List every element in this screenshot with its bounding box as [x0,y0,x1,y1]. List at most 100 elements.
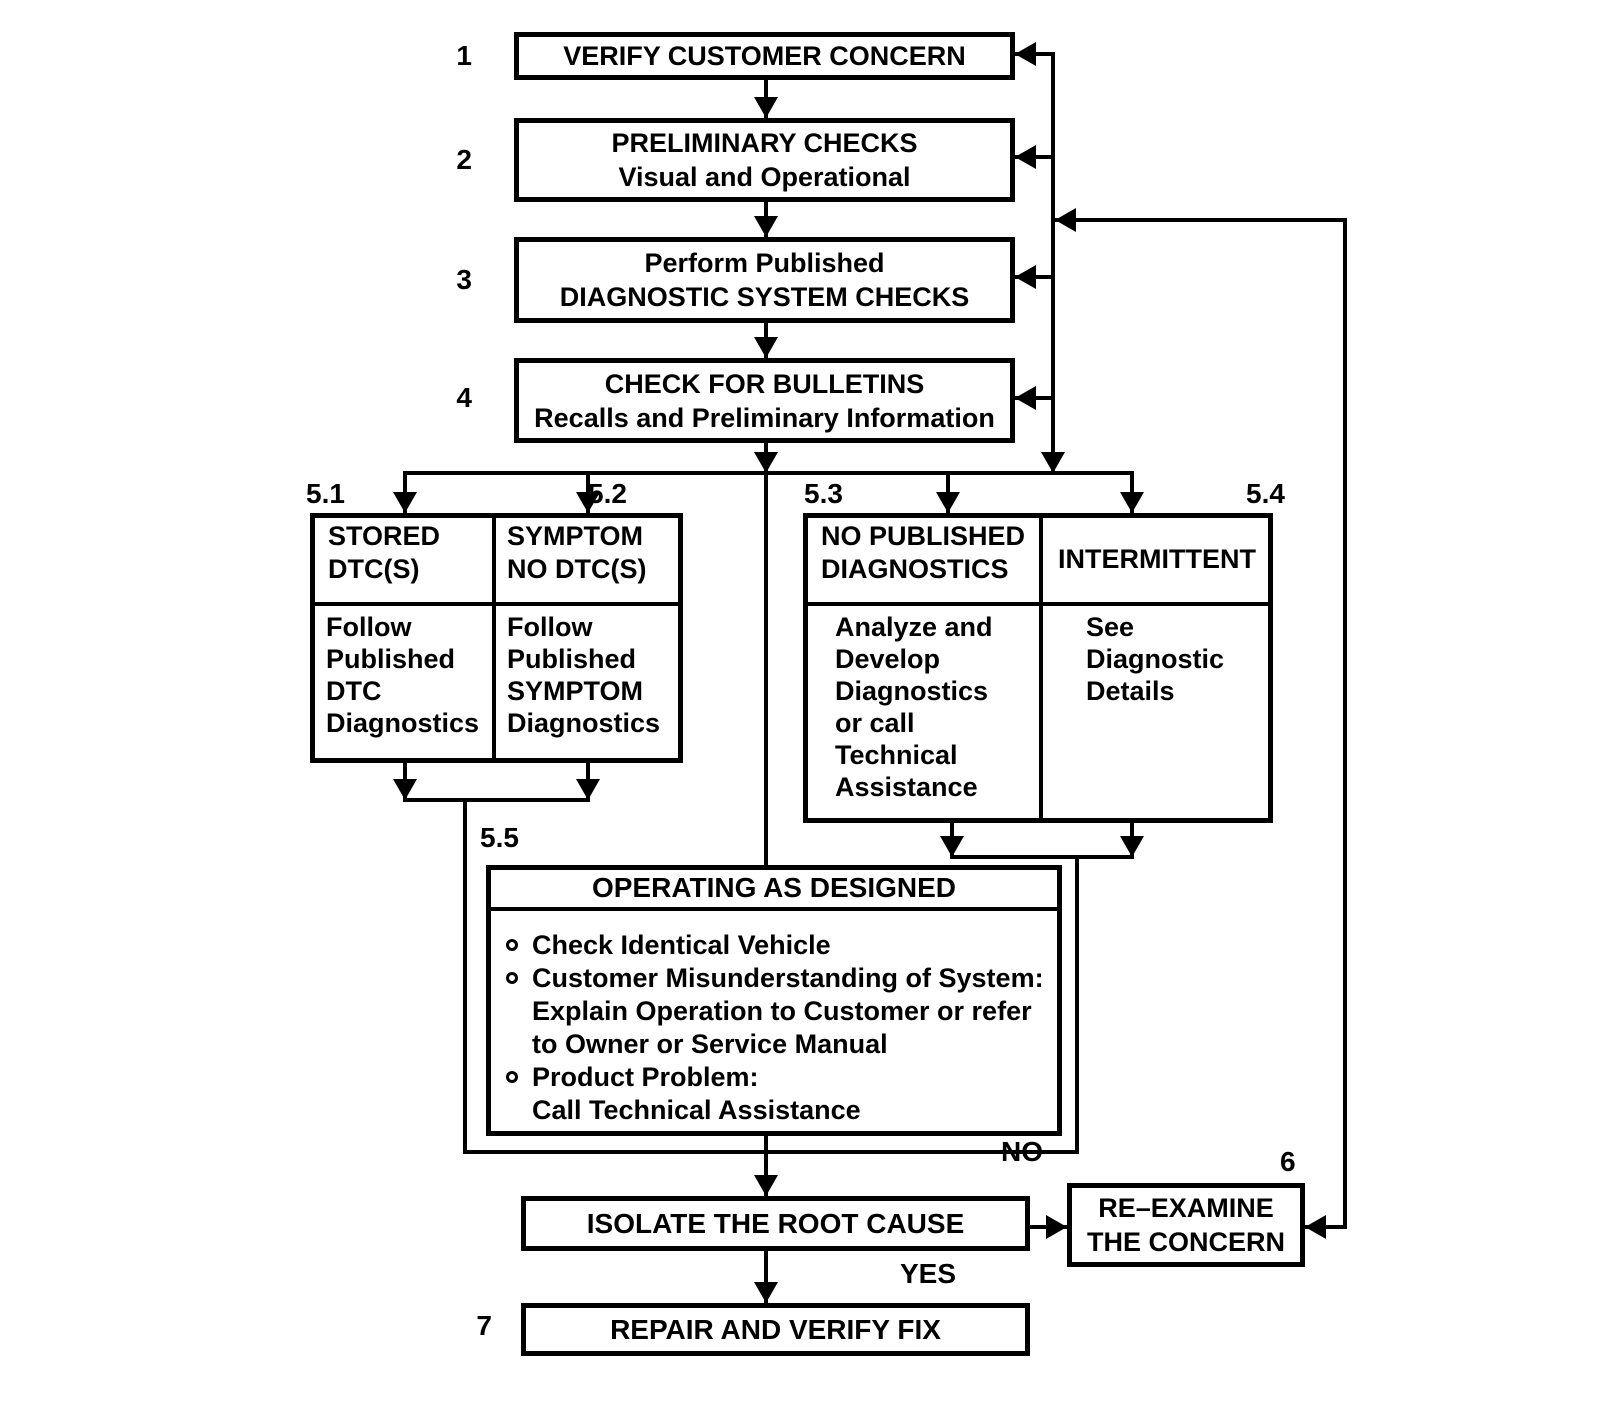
step4-text-line2: Recalls and Preliminary Information [534,402,995,433]
isolate-root-cause-box: ISOLATE THE ROOT CAUSE [521,1196,1030,1251]
step-label-5-5: 5.5 [480,822,519,853]
grid-nopub-intermittent-box [803,513,1273,823]
stored-body-1: Follow [326,612,412,642]
stored-body-3: DTC [326,676,382,706]
no-published-diagnostics-header: NO PUBLISHED DIAGNOSTICS [821,520,1025,586]
step4-text-line1: CHECK FOR BULLETINS [604,368,925,399]
nopub-body-2: Develop [835,644,941,674]
step-label-3: 3 [456,264,472,295]
bullet-icon [506,972,518,984]
arrow-down-icon [393,492,417,513]
symptom-body-2: Published [507,644,637,674]
step7-text: REPAIR AND VERIFY FIX [610,1313,941,1345]
intermittent-body-1: See [1086,612,1135,642]
oad-bullet-3: Product Problem: Call Technical Assistan… [532,1061,861,1127]
step2-preliminary-checks-box: PRELIMINARY CHECKS Visual and Operationa… [514,118,1015,202]
arrow-down-icon [754,337,778,358]
edge-label-yes: YES [900,1258,957,1289]
nopub-body-3: Diagnostics [835,676,989,706]
intermittent-body: See Diagnostic Details [1086,611,1224,707]
step6-re-examine-box: RE–EXAMINE THE CONCERN [1067,1183,1305,1267]
symptom-no-dtcs-body: Follow Published SYMPTOM Diagnostics [507,611,660,739]
oad-b2-line3: to Owner or Service Manual [532,1029,888,1059]
grid-a-vertical-divider [492,518,496,758]
connector-line [764,443,768,865]
step3-text-line2: DIAGNOSTIC SYSTEM CHECKS [559,282,970,312]
connector-line [1305,1225,1347,1229]
step2-text-line1: PRELIMINARY CHECKS [611,128,918,158]
step-label-5-3: 5.3 [804,478,843,509]
symptom-body-1: Follow [507,612,593,642]
step-label-2: 2 [456,144,472,175]
arrow-right-icon [1046,1215,1067,1239]
step-label-5-1: 5.1 [306,478,345,509]
connector-line [463,1150,1079,1154]
oad-bullet-2: Customer Misunderstanding of System: Exp… [532,962,1044,1061]
step2-text-line2: Visual and Operational [618,162,911,192]
arrow-left-icon [1015,145,1036,169]
oad-b2-line1: Customer Misunderstanding of System: [532,963,1044,993]
grid-b-header-divider [808,602,1268,606]
symptom-body-3: SYMPTOM [507,676,644,706]
nopub-body-1: Analyze and [835,612,993,642]
symptom-header-line2: NO DTC(S) [507,554,647,584]
oad-b3-line2: Call Technical Assistance [532,1095,861,1125]
intermittent-body-3: Details [1086,676,1175,706]
step6-text-line1: RE–EXAMINE [1098,1193,1274,1223]
connector-line [1055,218,1347,222]
connector-line [403,798,590,802]
arrow-down-icon [754,1282,778,1303]
arrow-down-icon [936,492,960,513]
connector-line [764,1251,768,1303]
grid-a-header-divider [315,602,678,606]
nopub-header-line1: NO PUBLISHED [821,521,1026,551]
symptom-header-line1: SYMPTOM [507,521,644,551]
grid-b-vertical-divider [1039,518,1043,818]
oad-bullet-1: Check Identical Vehicle [532,929,831,962]
stored-body-2: Published [326,644,456,674]
step3-text-line1: Perform Published [644,248,885,278]
arrow-down-icon [754,452,778,473]
arrow-left-icon [1305,1215,1326,1239]
step-label-4: 4 [456,382,472,413]
oad-title-divider [491,907,1057,911]
step6-text-line2: THE CONCERN [1086,1227,1285,1257]
intermittent-header: INTERMITTENT [1058,543,1256,576]
stored-dtcs-body: Follow Published DTC Diagnostics [326,611,479,739]
arrow-down-icon [1120,836,1144,857]
step-label-6: 6 [1280,1146,1296,1177]
step1-verify-customer-concern-box: VERIFY CUSTOMER CONCERN [514,32,1015,80]
arrow-down-icon [1041,452,1065,473]
nopub-body-6: Assistance [835,772,978,802]
symptom-no-dtcs-header: SYMPTOM NO DTC(S) [507,520,646,586]
connector-line [403,471,1134,475]
intermittent-body-2: Diagnostic [1086,644,1225,674]
arrow-down-icon [754,1175,778,1196]
oad-b2-line2: Explain Operation to Customer or refer [532,996,1032,1026]
arrow-left-icon [1015,265,1036,289]
arrow-down-icon [1120,492,1144,513]
step-label-1: 1 [456,40,472,71]
step4-check-for-bulletins-box: CHECK FOR BULLETINS Recalls and Prelimin… [514,358,1015,443]
oad-b3-line1: Product Problem: [532,1062,759,1092]
arrow-left-icon [1015,386,1036,410]
step1-text: VERIFY CUSTOMER CONCERN [563,41,966,71]
stored-body-4: Diagnostics [326,708,480,738]
connector-line [950,855,1134,859]
arrow-down-icon [576,492,600,513]
oad-b1-line1: Check Identical Vehicle [532,930,831,960]
connector-line [463,800,467,1154]
arrow-down-icon [754,216,778,237]
stored-dtcs-header-line1: STORED [328,521,441,551]
nopub-body-4: or call [835,708,915,738]
bullet-icon [506,939,518,951]
isolate-text: ISOLATE THE ROOT CAUSE [586,1207,965,1239]
step-label-7: 7 [476,1310,492,1341]
step3-diagnostic-system-checks-box: Perform Published DIAGNOSTIC SYSTEM CHEC… [514,237,1015,323]
arrow-left-icon [1015,42,1036,66]
stored-dtcs-header: STORED DTC(S) [328,520,440,586]
arrow-down-icon [576,779,600,800]
step7-repair-verify-box: REPAIR AND VERIFY FIX [521,1303,1030,1356]
arrow-left-icon [1055,208,1076,232]
